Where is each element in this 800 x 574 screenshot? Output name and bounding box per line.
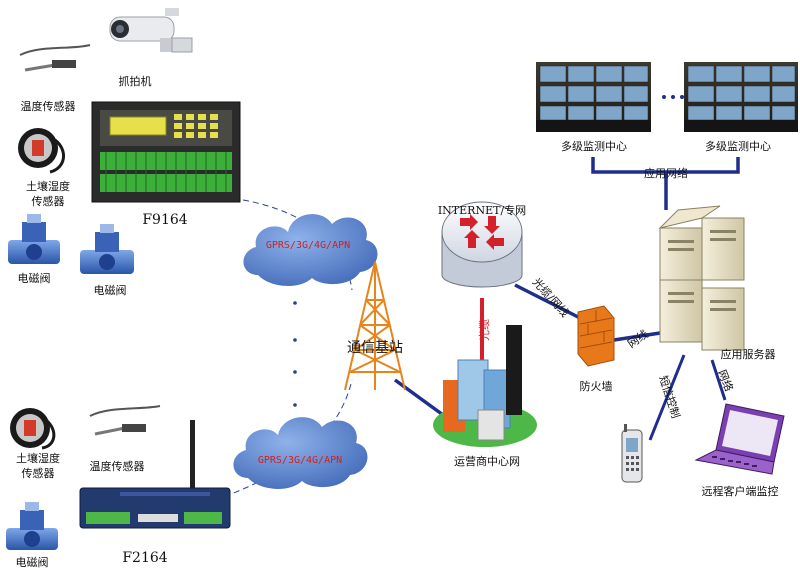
controller-f9164-label: F9164: [142, 212, 187, 228]
video-wall-icon-1: [536, 62, 651, 132]
laptop-icon: [694, 403, 785, 475]
operator-center-label: 运营商中心网: [454, 454, 520, 468]
soil-sensor-icon-1: [18, 128, 65, 174]
remote-client-label: 远程客户端监控: [702, 484, 779, 498]
cloud-label-2: GPRS/3G/4G/APN: [258, 455, 342, 466]
valve-label-1b: 电磁阀: [94, 283, 127, 297]
servers-label: 应用服务器: [721, 347, 776, 361]
monitor-center-label-2: 多级监测中心: [705, 139, 771, 153]
valve-icon-1b: [80, 224, 134, 274]
valve-icon-1a: [8, 214, 60, 264]
soil-sensor-label-2b: 传感器: [22, 467, 55, 480]
soil-sensor-label-2a: 土壤湿度: [16, 451, 60, 465]
temp-sensor-label-2: 温度传感器: [90, 459, 145, 473]
internet-label: INTERNET/专网: [438, 203, 526, 217]
server-rack-icon: [658, 205, 745, 351]
controller-f9164-icon: [91, 101, 241, 203]
monitor-center-label-1: 多级监测中心: [561, 139, 627, 153]
app-network-label: 应用网络: [644, 166, 688, 180]
cloud-icon-2: [233, 417, 368, 489]
camera-label: 抓拍机: [119, 74, 152, 88]
cloud-label-1: GPRS/3G/4G/APN: [266, 240, 350, 251]
valve-label-2: 电磁阀: [16, 555, 49, 569]
link-server-phone: [648, 354, 686, 441]
cloud-icon-1: [243, 214, 378, 286]
controller-f2164-label: F2164: [122, 550, 167, 566]
temp-sensor-icon-2: [89, 405, 161, 436]
valve-icon-2: [6, 502, 58, 550]
video-wall-icon-2: [684, 62, 798, 132]
wireless-link-bottom: [214, 379, 353, 501]
firewall-icon: [577, 305, 615, 367]
base-station-label: 通信基站: [347, 339, 403, 356]
temp-sensor-label-1: 温度传感器: [21, 99, 76, 113]
controller-f2164-icon: [79, 420, 231, 529]
fiber-label: 光缆: [477, 319, 491, 341]
valve-label-1a: 电磁阀: [18, 271, 51, 285]
router-icon: [441, 201, 523, 288]
soil-sensor-icon-2: [10, 408, 56, 450]
link-server-laptop: [710, 359, 727, 401]
mobile-phone-icon: [621, 424, 643, 483]
soil-sensor-label-1b: 传感器: [32, 195, 65, 208]
netcable-label: 网线: [625, 327, 651, 351]
city-buildings-icon: [433, 325, 537, 447]
temp-sensor-icon-1: [19, 44, 91, 72]
cell-tower-icon: [344, 261, 406, 391]
link-app-network: [591, 157, 740, 210]
firewall-label: 防火墙: [580, 379, 613, 393]
link-router-firewall: [514, 283, 585, 322]
network-label: 网络: [715, 368, 736, 394]
camera-icon: [109, 8, 193, 53]
soil-sensor-label-1a: 土壤湿度: [26, 179, 70, 193]
